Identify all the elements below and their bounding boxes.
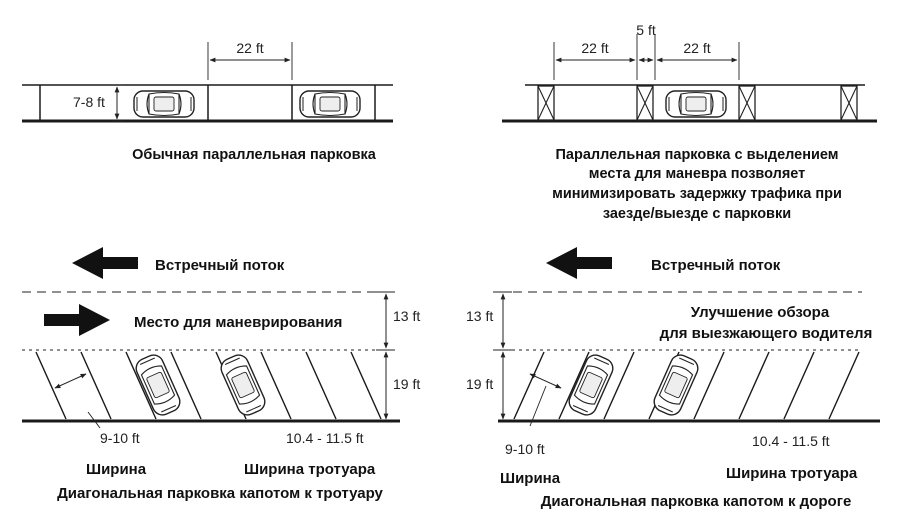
dim-lane-width: 7-8 ft [73, 94, 105, 110]
caption-line-1: Параллельная парковка с выделением [555, 147, 838, 163]
oncoming-traffic-label: Встречный поток [651, 257, 781, 274]
car-icon [217, 351, 269, 419]
spot-dividers [39, 85, 376, 121]
caption-regular-parallel: Обычная параллельная парковка [132, 147, 377, 163]
dim-line-width [54, 373, 87, 389]
dim-spot-length: 22 ft [236, 40, 263, 56]
dim-lane: 13 ft [393, 308, 420, 324]
width-label: Ширина [500, 470, 561, 487]
oncoming-traffic-label: Встречный поток [155, 257, 285, 274]
angle-parking-head-in: Встречный поток Место для маневрирования… [22, 247, 420, 502]
caption-back-in: Диагональная парковка капотом к дороге [541, 493, 852, 510]
dim-stall-width: 9-10 ft [100, 430, 140, 446]
stall-lines [513, 351, 860, 420]
no-parking-zone [636, 85, 654, 121]
caption-head-in: Диагональная парковка капотом к тротуару [57, 485, 383, 502]
dim-sidewalk: 10.4 - 11.5 ft [286, 430, 364, 446]
dim-lane: 13 ft [466, 308, 493, 324]
no-parking-zone [738, 85, 756, 121]
dim-depth: 19 ft [466, 376, 493, 392]
dim-spot-length-b: 22 ft [683, 40, 710, 56]
car-icon [650, 351, 702, 419]
no-parking-zone [840, 85, 858, 121]
caption-line-3: минимизировать задержку трафика при [552, 186, 842, 202]
car-icon [299, 90, 361, 118]
dim-line-width [529, 373, 562, 389]
width-label: Ширина [86, 461, 147, 478]
parallel-parking-with-maneuver: 22 ft 5 ft 22 ft Параллельная парковка с… [502, 22, 877, 222]
dim-sidewalk: 10.4 - 11.5 ft [752, 433, 830, 449]
dim-depth: 19 ft [393, 376, 420, 392]
car-icon [665, 90, 727, 118]
maneuver-space-label: Место для маневрирования [134, 314, 342, 331]
dim-spot-length-a: 22 ft [581, 40, 608, 56]
dim-gap: 5 ft [636, 22, 656, 38]
arrow-left-icon [546, 247, 612, 279]
visibility-line-1: Улучшение обзора [691, 304, 830, 321]
visibility-line-2: для выезжающего водителя [660, 325, 873, 342]
arrow-left-icon [72, 247, 138, 279]
regular-parallel-parking: 22 ft 7-8 ft Обычная параллельная парков… [22, 40, 393, 163]
caption-line-4: заезде/выезде с парковки [603, 206, 791, 222]
angle-parking-back-in: Встречный поток Улучшение обзора для вые… [466, 247, 880, 510]
car-icon [133, 90, 195, 118]
stall-lines [35, 351, 382, 420]
sidewalk-width-label: Ширина тротуара [244, 461, 376, 478]
sidewalk-width-label: Ширина тротуара [726, 465, 858, 482]
caption-line-2: места для маневра позволяет [589, 166, 806, 182]
no-parking-zone [537, 85, 555, 121]
dim-stall-width: 9-10 ft [505, 441, 545, 457]
arrow-right-icon [44, 304, 110, 336]
